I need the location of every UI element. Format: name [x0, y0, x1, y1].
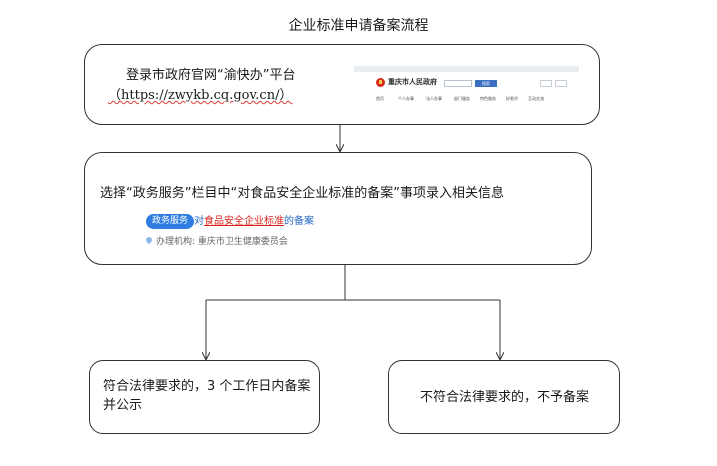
mini-nav-item: 特色服务 — [480, 96, 496, 101]
org-info: 办理机构: 重庆市卫生健康委员会 — [144, 235, 288, 248]
step-select-box — [84, 152, 592, 265]
mini-nav-item: 首页 — [376, 96, 384, 101]
mini-site-button-a — [540, 80, 552, 87]
mini-nav-item: 个人办事 — [398, 96, 414, 101]
step-approve-box — [89, 360, 320, 434]
step-login-url-text: （https://zwykb.cq.gov.cn/） — [108, 88, 293, 103]
step-select-text: 选择“政务服务”栏目中“对食品安全企业标准的备案”事项录入相关信息 — [100, 186, 504, 201]
step-approve-text: 符合法律要求的，3 个工作日内备案并公示 — [103, 379, 311, 413]
step-login-box — [84, 44, 600, 125]
service-link-highlight: 食品安全企业标准 — [204, 216, 284, 227]
mini-nav-item: 好差评 — [506, 96, 518, 101]
mini-nav-item: 部门服务 — [454, 96, 470, 101]
step-login-line1: 登录市政府官网“渝快办”平台 — [126, 68, 296, 83]
page-title: 企业标准申请备案流程 — [288, 18, 429, 34]
mini-site-name: 重庆市人民政府 — [388, 78, 437, 86]
mini-nav-item: 法人办事 — [426, 96, 442, 101]
emblem-icon — [376, 78, 385, 87]
mini-site-button-b — [555, 80, 567, 87]
mini-site-nav: 首页 个人办事 法人办事 部门服务 特色服务 好差评 互动交流 — [376, 96, 576, 103]
mini-nav-item: 互动交流 — [528, 96, 544, 101]
service-link-post: 的备案 — [284, 216, 314, 227]
org-text: 办理机构: 重庆市卫生健康委员会 — [156, 237, 288, 247]
service-tag: 政务服务 — [146, 214, 195, 229]
step-login-url: （https://zwykb.cq.gov.cn/） — [108, 86, 292, 105]
mini-site-search-button: 搜索 — [475, 80, 497, 87]
mini-site-search-input — [444, 80, 472, 87]
step-reject-box — [388, 360, 620, 434]
service-link-pre: 对 — [194, 216, 204, 227]
mini-site-screenshot: 重庆市人民政府 搜索 首页 个人办事 法人办事 部门服务 特色服务 好差评 互动… — [354, 66, 579, 108]
mini-site-topbar — [354, 66, 579, 72]
step-reject-text: 不符合法律要求的，不予备案 — [420, 390, 590, 405]
service-link: 对食品安全企业标准的备案 — [194, 215, 314, 229]
